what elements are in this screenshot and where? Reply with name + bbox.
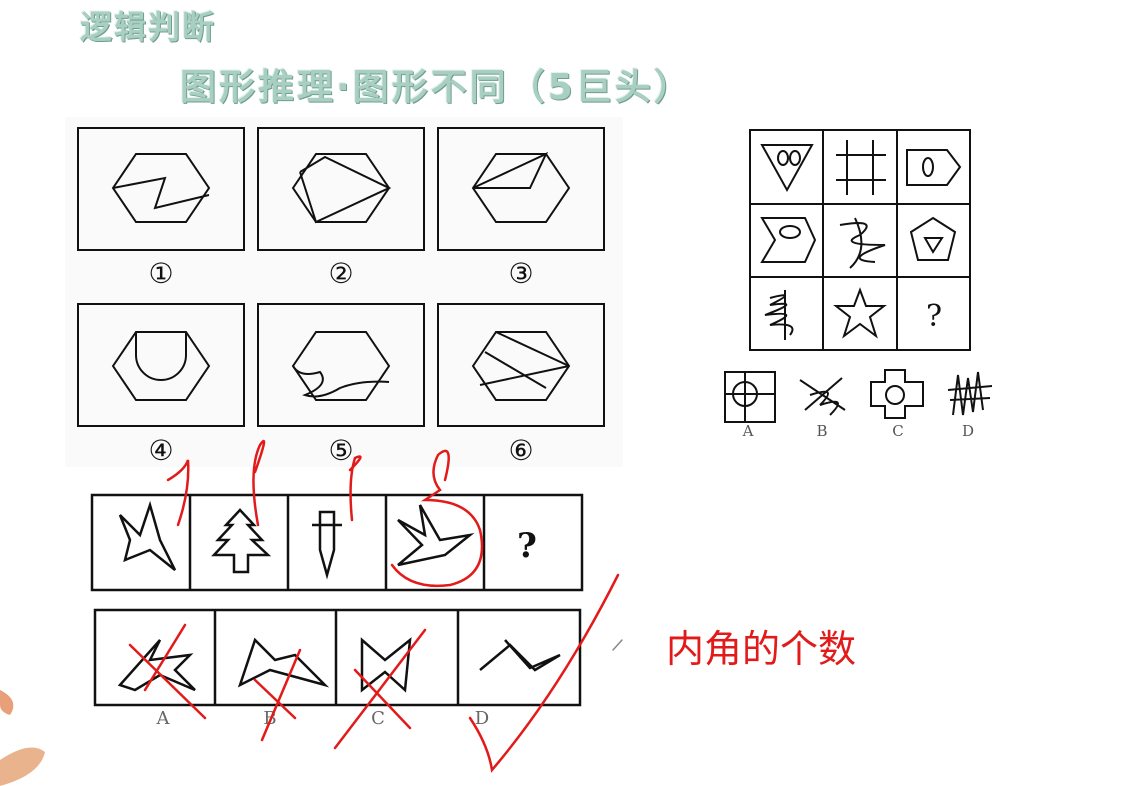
decorative-leaf-icon (0, 690, 45, 786)
row-question-mark: ? (517, 526, 537, 566)
grid-options (724, 369, 993, 423)
label-6: ⑥ (508, 434, 533, 467)
svg-text:A: A (156, 708, 171, 729)
svg-text:D: D (962, 422, 974, 440)
slide-subtitle: 图形推理·图形不同（5巨头） (180, 67, 693, 108)
angle-row-options (93, 608, 582, 707)
svg-text:A: A (742, 422, 754, 440)
label-2: ② (328, 257, 353, 290)
puzzle1-labels: ① ② ③ ④ ⑤ ⑥ (148, 257, 533, 467)
note-inner-angle-count: 内角的个数 (666, 627, 857, 671)
panel-2 (257, 127, 425, 251)
label-1: ① (148, 257, 173, 290)
label-5: ⑤ (328, 434, 353, 467)
angle-row-question: ? (517, 526, 537, 566)
grid-question: ? (926, 299, 942, 334)
svg-text:C: C (892, 422, 903, 440)
label-3: ③ (508, 257, 533, 290)
panel-6 (437, 303, 605, 427)
grid-option-labels: A B C D (742, 422, 974, 440)
puzzle-hexagon-grid (65, 117, 623, 467)
red-annotations (128, 439, 623, 773)
slide-title: 逻辑判断 (80, 8, 217, 46)
panel-5 (257, 303, 425, 427)
panel-3 (437, 127, 605, 251)
svg-text:B: B (816, 422, 827, 440)
puzzle-angle-row (90, 493, 584, 592)
grid-question-mark: ? (926, 299, 942, 334)
panel-1 (77, 127, 245, 251)
svg-text:D: D (475, 708, 489, 729)
puzzle-3x3-grid (749, 129, 971, 351)
svg-text:C: C (371, 708, 385, 729)
label-4: ④ (148, 434, 173, 467)
panel-4 (77, 303, 245, 427)
